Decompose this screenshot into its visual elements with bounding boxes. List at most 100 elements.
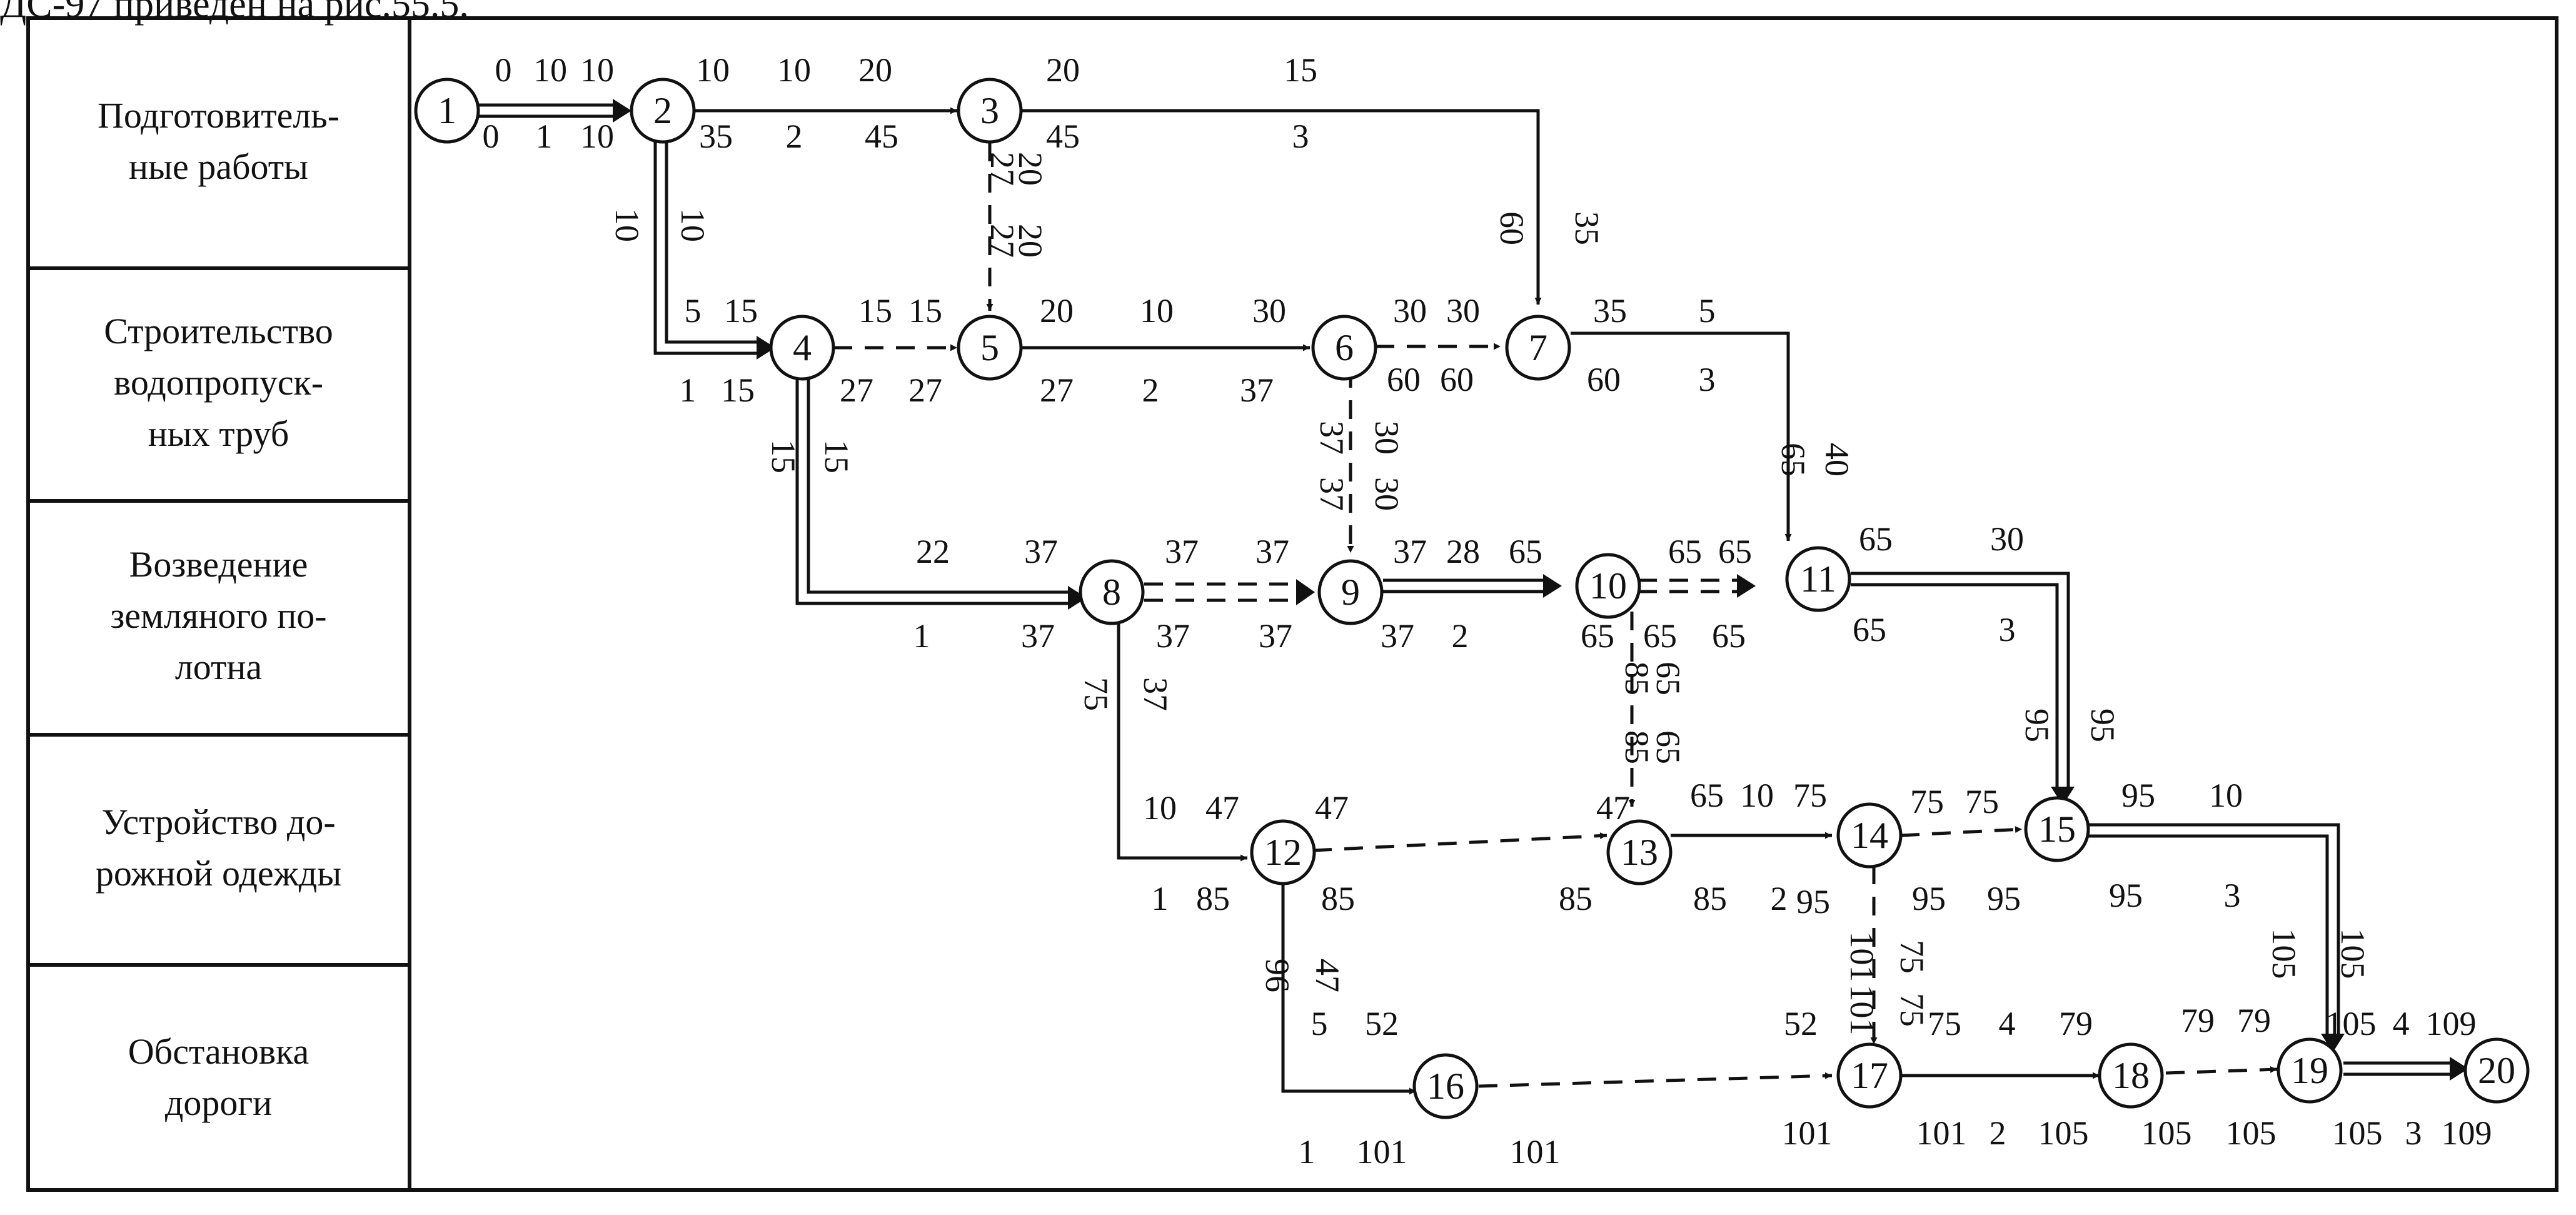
time-label: 35 bbox=[1568, 211, 1606, 245]
event-number: 4 bbox=[793, 327, 812, 368]
time-label: 30 bbox=[1990, 520, 2024, 558]
time-label: 95 bbox=[2084, 708, 2121, 742]
time-label: 85 bbox=[1618, 662, 1656, 695]
event-node: 12 bbox=[1250, 819, 1316, 885]
critical-arrow bbox=[2088, 823, 2340, 1035]
time-label: 60 bbox=[1440, 361, 1474, 398]
event-node: 14 bbox=[1836, 802, 1903, 869]
time-label: 30 bbox=[1368, 477, 1406, 511]
event-circle bbox=[414, 78, 480, 144]
event-node: 15 bbox=[2024, 796, 2090, 862]
event-number: 9 bbox=[1341, 572, 1360, 613]
event-number: 5 bbox=[980, 327, 999, 368]
event-circle bbox=[957, 78, 1023, 144]
event-circle bbox=[1785, 546, 1851, 612]
dummy-arrow bbox=[1312, 832, 1607, 852]
event-circle bbox=[2463, 1037, 2530, 1104]
time-label: 10 bbox=[533, 51, 567, 89]
event-number: 1 bbox=[438, 90, 456, 131]
time-label: 10 bbox=[1140, 292, 1174, 330]
time-label: 75 bbox=[1793, 777, 1827, 814]
dummy-arrow bbox=[1900, 826, 2023, 837]
time-label: 95 bbox=[2121, 777, 2155, 814]
time-label: 1 bbox=[913, 617, 930, 655]
time-label: 22 bbox=[916, 533, 950, 570]
arrowhead bbox=[2321, 1034, 2345, 1052]
lane-sidebar: Подготовитель- ные работы Строительство … bbox=[26, 16, 411, 1192]
time-label: 27 bbox=[984, 152, 1021, 186]
time-label: 109 bbox=[2442, 1114, 2492, 1152]
time-label: 2 bbox=[1142, 371, 1159, 409]
time-label: 85 bbox=[1693, 880, 1727, 917]
time-label: 3 bbox=[1999, 611, 2016, 648]
critical-arrow bbox=[653, 141, 758, 355]
time-label: 15 bbox=[818, 440, 855, 473]
time-label: 47 bbox=[1315, 789, 1349, 827]
time-label: 10 bbox=[580, 51, 614, 89]
event-number: 20 bbox=[2478, 1050, 2515, 1091]
critical-arrow bbox=[795, 378, 1069, 605]
time-label: 37 bbox=[1259, 617, 1292, 655]
event-circle bbox=[1505, 315, 1571, 381]
diagram-frame bbox=[26, 16, 2558, 1192]
time-label: 37 bbox=[1313, 477, 1351, 511]
time-label: 1 bbox=[536, 118, 553, 155]
time-label: 60 bbox=[1493, 211, 1531, 245]
event-circle bbox=[2098, 1042, 2164, 1109]
event-node: 16 bbox=[1412, 1053, 1479, 1119]
event-node: 10 bbox=[1575, 553, 1641, 619]
time-label: 2 bbox=[1452, 617, 1469, 655]
time-label: 105 bbox=[2334, 929, 2372, 979]
work-arrow bbox=[1022, 109, 1542, 305]
event-circle bbox=[630, 78, 696, 144]
time-label: 85 bbox=[1559, 880, 1592, 917]
time-label: 47 bbox=[1205, 789, 1239, 827]
time-label: 15 bbox=[858, 292, 892, 330]
time-label: 0 bbox=[495, 51, 512, 89]
event-node: 3 bbox=[957, 78, 1023, 144]
arrowhead bbox=[1296, 579, 1315, 605]
time-label: 105 bbox=[2141, 1114, 2192, 1152]
lane-label-pavement: Устройство до- рожной одежды bbox=[95, 802, 342, 894]
event-circle bbox=[769, 315, 835, 381]
event-number: 6 bbox=[1335, 327, 1354, 368]
arrowhead bbox=[757, 336, 775, 360]
time-label: 20 bbox=[1040, 292, 1074, 330]
event-circle bbox=[1317, 559, 1384, 625]
event-node: 20 bbox=[2463, 1037, 2530, 1104]
event-circle bbox=[1412, 1053, 1479, 1119]
time-label: 65 bbox=[1859, 520, 1893, 558]
lane-label-culverts: Строительство водопропуск- ных труб bbox=[104, 311, 333, 454]
time-label: 15 bbox=[721, 371, 755, 409]
work-arrow bbox=[1571, 331, 1792, 541]
arrowhead bbox=[613, 99, 631, 123]
time-label: 75 bbox=[1965, 783, 1999, 820]
event-number: 3 bbox=[980, 90, 999, 131]
time-label: 10 bbox=[1740, 777, 1774, 814]
time-label: 37 bbox=[1156, 617, 1190, 655]
event-node: 9 bbox=[1317, 559, 1384, 625]
time-label: 37 bbox=[1313, 421, 1351, 455]
time-label: 10 bbox=[674, 208, 712, 242]
event-number: 11 bbox=[1800, 558, 1836, 600]
event-circle bbox=[1836, 1042, 1903, 1109]
time-label: 45 bbox=[865, 118, 898, 155]
time-label: 1 bbox=[1152, 880, 1169, 917]
time-label: 79 bbox=[2237, 1002, 2271, 1039]
time-label: 3 bbox=[2405, 1114, 2422, 1152]
event-circle bbox=[1311, 315, 1377, 381]
event-node: 18 bbox=[2098, 1042, 2164, 1109]
time-label: 65 bbox=[1643, 617, 1677, 655]
time-label: 65 bbox=[1668, 533, 1702, 570]
time-label: 37 bbox=[1137, 677, 1174, 711]
time-label: 37 bbox=[1021, 617, 1055, 655]
time-label: 85 bbox=[1618, 730, 1656, 764]
time-label: 10 bbox=[696, 51, 730, 89]
time-label: 37 bbox=[1024, 533, 1058, 570]
time-label: 5 bbox=[1311, 1005, 1328, 1042]
event-node: 1 bbox=[414, 78, 480, 144]
time-label: 0 bbox=[483, 118, 500, 155]
event-number: 16 bbox=[1427, 1066, 1464, 1107]
arrowhead bbox=[2051, 787, 2075, 805]
time-label: 65 bbox=[1649, 662, 1687, 695]
